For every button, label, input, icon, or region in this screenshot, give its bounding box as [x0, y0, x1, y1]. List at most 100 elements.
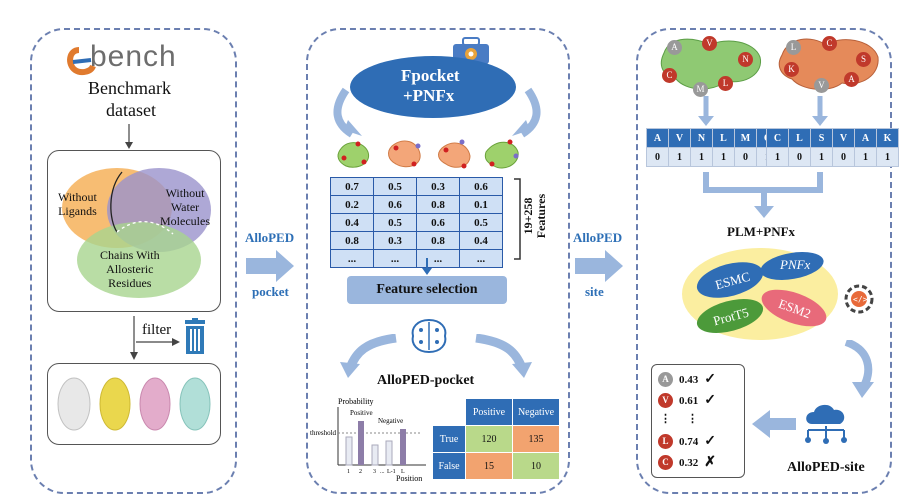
results-box: A 0.43 ✓ V 0.61 ✓ ⋮ ⋮ L 0.74 ✓ C 0.32 ✗	[651, 364, 745, 478]
matrix-cell: 0.3	[373, 231, 417, 250]
plm-label: PLM+PNFx	[727, 224, 796, 239]
code-gear-icon: </>	[844, 284, 874, 314]
result-score: 0.74	[679, 435, 699, 448]
sequence-table-1: A V N L M C 0 1 1 1 0 1	[646, 128, 779, 167]
right-arrow-icon	[575, 250, 623, 282]
down-arrow-icon	[130, 316, 138, 360]
split-arrows	[340, 334, 532, 378]
model-pnfx: PNFx	[780, 257, 811, 272]
result-row: V 0.61 ✓	[658, 392, 716, 409]
seq-residue: A	[646, 128, 669, 148]
seq-label: 0	[734, 147, 757, 167]
filter-label: filter	[142, 322, 172, 338]
feature-selection-box: Feature selection	[347, 276, 507, 304]
cm-header: Negative	[512, 398, 560, 426]
arrow-left-label-2: pocket	[252, 284, 289, 299]
matrix-brace	[514, 178, 521, 260]
bar-chart-ylabel: Probability	[338, 397, 374, 406]
matrix-cell: 0.8	[416, 231, 460, 250]
x-tick: 3	[373, 469, 376, 475]
down-arrow-icon	[422, 258, 432, 275]
matrix-cell: 0.4	[459, 231, 503, 250]
result-residue: A	[658, 372, 673, 387]
check-icon: ✓	[704, 393, 716, 408]
fpocket-label-2: +PNFx	[403, 86, 455, 105]
result-score: 0.32	[679, 456, 699, 469]
trash-bin-icon	[185, 318, 205, 354]
seq-residue: A	[854, 128, 877, 148]
residue-marker: L	[786, 40, 801, 55]
result-residue: V	[658, 393, 673, 408]
confusion-matrix: Positive Negative True 120 135 False 15 …	[432, 398, 560, 480]
curved-down-arrow	[844, 340, 874, 398]
seq-residue: M	[734, 128, 757, 148]
result-score: 0.61	[679, 394, 699, 407]
residue-marker: V	[702, 36, 717, 51]
seq-residue: L	[788, 128, 811, 148]
matrix-cell: 0.6	[373, 195, 417, 214]
bar	[371, 444, 379, 466]
x-tick: L	[401, 469, 405, 475]
residue-marker: L	[718, 76, 733, 91]
result-score: ⋮	[687, 413, 698, 425]
bar	[358, 421, 364, 465]
features-label: 19+258 Features	[521, 193, 548, 239]
venn-set-c: Chains With Allosteric Residues	[100, 248, 160, 290]
residue-marker: S	[856, 52, 871, 67]
matrix-cell: 0.1	[459, 195, 503, 214]
seq-label: 0	[788, 147, 811, 167]
dataset-label-2: dataset	[106, 100, 156, 120]
fpocket-label-1: Fpocket	[401, 66, 460, 85]
logo-text: bench	[90, 40, 177, 73]
result-score: 0.43	[679, 373, 699, 386]
matrix-cell: 0.3	[416, 177, 460, 196]
positive-label: Positive	[350, 409, 373, 417]
bar	[345, 436, 353, 466]
sequence-table-2: C L S V A K 1 0 1 0 1 1	[766, 128, 899, 167]
bar-chart-xlabel: Position	[396, 474, 422, 483]
merge-arrows	[703, 172, 823, 218]
cm-cell: 120	[465, 425, 513, 453]
model-ensemble	[682, 248, 838, 340]
arrow-right-label-2: site	[585, 284, 604, 299]
residue-marker: V	[814, 78, 829, 93]
seq-residue: K	[876, 128, 899, 148]
seq-label: 1	[668, 147, 691, 167]
cm-cell: 15	[465, 452, 513, 480]
matrix-cell: 0.5	[459, 213, 503, 232]
seq-label: 1	[690, 147, 713, 167]
seq-residue: S	[810, 128, 833, 148]
venn-set-a: Without Ligands	[58, 190, 97, 218]
check-icon: ✓	[704, 434, 716, 449]
residue-marker: M	[693, 82, 708, 97]
seq-residue: V	[832, 128, 855, 148]
matrix-cell: 0.5	[373, 213, 417, 232]
seq-label: 0	[832, 147, 855, 167]
probability-bar-chart: Probability threshold Positive Negative …	[310, 397, 426, 483]
bar	[400, 429, 406, 465]
seq-residue: N	[690, 128, 713, 148]
cm-cell: 10	[512, 452, 560, 480]
residue-marker: K	[784, 62, 799, 77]
cm-header: Positive	[465, 398, 513, 426]
right-arrow-icon	[246, 250, 294, 282]
x-tick: L-1	[387, 469, 396, 475]
seq-label: 1	[810, 147, 833, 167]
seq-label: 1	[712, 147, 735, 167]
x-tick: 2	[359, 469, 362, 475]
cm-cell: 135	[512, 425, 560, 453]
matrix-cell: 0.6	[459, 177, 503, 196]
model-label: AlloPED-pocket	[377, 373, 475, 388]
down-arrow-icon	[125, 124, 133, 149]
seq-residue: V	[668, 128, 691, 148]
result-residue: ⋮	[660, 413, 671, 425]
residue-marker: A	[667, 40, 682, 55]
cloud-network-icon	[805, 404, 847, 444]
seq-residue: L	[712, 128, 735, 148]
matrix-cell: 0.8	[330, 231, 374, 250]
result-residue: L	[658, 434, 673, 449]
matrix-cell: 0.8	[416, 195, 460, 214]
svg-text:</>: </>	[853, 295, 868, 304]
check-icon: ✓	[704, 372, 716, 387]
